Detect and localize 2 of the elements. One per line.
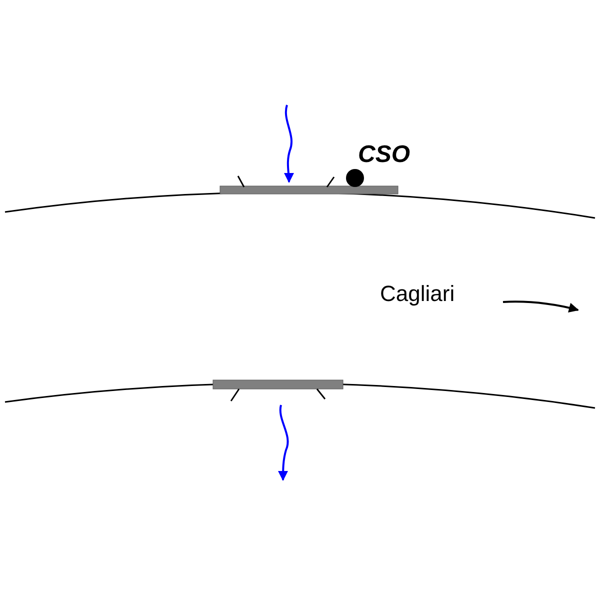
city-label: Cagliari — [380, 283, 455, 305]
cso-label: CSO — [358, 143, 410, 167]
